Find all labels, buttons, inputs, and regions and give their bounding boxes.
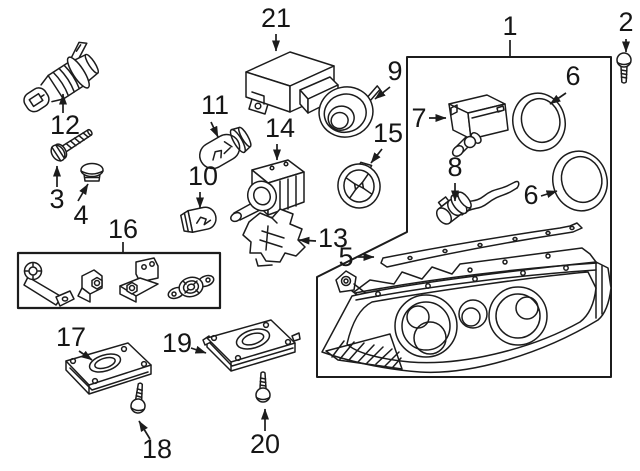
part-11-signal-bulb <box>198 126 252 170</box>
part-1-headlamp-assembly <box>321 247 612 374</box>
callout-6-lower-leader <box>540 190 558 198</box>
callout-14[interactable]: 14 <box>265 113 295 143</box>
callout-18-leader <box>138 420 151 440</box>
part-6-seal-ring-lower <box>552 150 608 212</box>
part-20-screw <box>255 371 271 403</box>
callout-17[interactable]: 17 <box>56 322 86 352</box>
part-13-bracket <box>242 208 306 267</box>
part-9-dust-cap <box>318 85 381 138</box>
callout-9-leader <box>374 86 391 100</box>
part-18-screw <box>130 382 146 414</box>
callout-20[interactable]: 20 <box>250 429 280 459</box>
part-8-wiring-harness <box>435 180 520 225</box>
part-7-leveling-motor <box>448 94 509 157</box>
callout-5[interactable]: 5 <box>338 242 353 272</box>
part-10-wedge-bulb <box>180 206 217 234</box>
part-16-retainer-arm <box>23 261 75 307</box>
callout-7[interactable]: 7 <box>411 103 426 133</box>
callout-leaders <box>53 34 630 440</box>
part-6-seal-ring-upper <box>512 92 566 152</box>
part-5-trim-strip <box>380 222 583 268</box>
part-19-igniter-module <box>202 319 301 372</box>
callout-11[interactable]: 11 <box>201 90 229 120</box>
part-16-retainer-l-bracket <box>119 257 159 303</box>
part-15-cover-cap <box>337 161 381 209</box>
part-21-relay-module <box>245 51 339 115</box>
callout-18[interactable]: 18 <box>142 434 172 464</box>
part-16-retainer-kit-box <box>16 251 222 310</box>
callout-21[interactable]: 21 <box>261 3 291 33</box>
callout-13[interactable]: 13 <box>318 223 348 253</box>
callout-15[interactable]: 15 <box>373 118 403 148</box>
callout-12[interactable]: 12 <box>50 110 80 140</box>
callout-4[interactable]: 4 <box>73 200 88 230</box>
callout-6-upper[interactable]: 6 <box>565 61 580 91</box>
callout-6-lower[interactable]: 6 <box>523 180 538 210</box>
part-4-cap <box>80 162 104 182</box>
callout-11-leader <box>209 121 219 138</box>
part-1-headlamp-assembly-box <box>316 56 612 378</box>
callout-1[interactable]: 1 <box>502 11 517 41</box>
part-16-retainer-clip <box>77 269 103 303</box>
callout-8[interactable]: 8 <box>447 152 462 182</box>
callout-13-leader <box>298 236 317 245</box>
callout-10[interactable]: 10 <box>188 161 218 191</box>
part-16-retainer-winged <box>167 274 215 300</box>
part-3-bolt <box>50 128 93 162</box>
part-17-ballast-module <box>65 342 152 395</box>
callout-4-leader <box>77 183 89 202</box>
callout-3[interactable]: 3 <box>49 184 64 214</box>
callout-15-leader <box>370 148 383 164</box>
part-12-halogen-bulb <box>23 41 100 113</box>
callout-9[interactable]: 9 <box>387 56 402 86</box>
callout-2[interactable]: 2 <box>618 7 633 37</box>
callout-17-leader <box>78 350 93 361</box>
callout-16[interactable]: 16 <box>108 214 138 244</box>
callout-6-upper-leader <box>549 92 567 105</box>
callout-19[interactable]: 19 <box>162 328 192 358</box>
callout-19-leader <box>190 345 207 354</box>
part-2-screw <box>616 52 632 84</box>
part-14-xenon-bulb-unit <box>230 159 305 223</box>
